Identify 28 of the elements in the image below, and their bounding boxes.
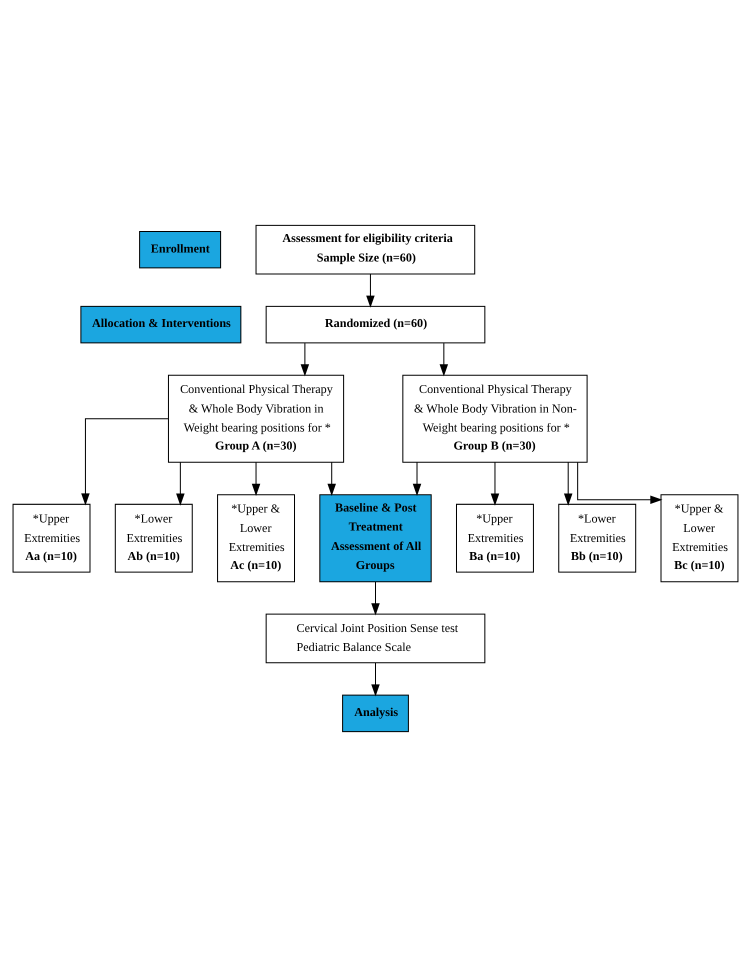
node-box: Analysis xyxy=(342,694,408,732)
node-box: Assessment for eligibility criteria Sample Size (n=60) xyxy=(255,224,475,274)
arrow xyxy=(412,462,421,496)
node-box: Cervical Joint Position Sense test Pediatric Balance Scale xyxy=(265,613,485,663)
node-box: *Upper Extremities Aa (n=10) xyxy=(12,503,90,572)
arrow xyxy=(439,342,448,376)
node-box: *Upper & Lower Extremities Ac (n=10) xyxy=(216,494,294,582)
node-box: Conventional Physical Therapy & Whole Body Vibration in Weight bearing positions for * Group A (n=30) xyxy=(167,374,344,462)
arrow xyxy=(80,418,168,506)
arrow xyxy=(176,462,184,506)
arrow xyxy=(563,462,572,506)
arrow xyxy=(300,342,309,376)
arrow xyxy=(326,462,336,496)
arrow xyxy=(370,581,380,615)
arrow xyxy=(251,462,260,496)
arrow xyxy=(370,662,380,696)
node-box: *Lower Extremities Ab (n=10) xyxy=(114,503,192,572)
arrow xyxy=(490,462,499,506)
node-box: Randomized (n=60) xyxy=(265,305,485,343)
node-box: *Upper & Lower Extremities Bc (n=10) xyxy=(660,494,738,582)
node-box: Allocation & Interventions xyxy=(80,305,241,343)
arrow xyxy=(576,462,662,504)
node-box: *Lower Extremities Bb (n=10) xyxy=(558,503,636,572)
arrow xyxy=(366,274,374,308)
node-box: Conventional Physical Therapy & Whole Body Vibration in Non-Weight bearing positions for * Group B (n=30) xyxy=(402,374,588,462)
node-box: *Upper Extremities Ba (n=10) xyxy=(456,503,534,572)
node-box: Baseline & Post Treatment Assessment of All Groups xyxy=(318,494,432,582)
node-box: Enrollment xyxy=(138,230,221,268)
